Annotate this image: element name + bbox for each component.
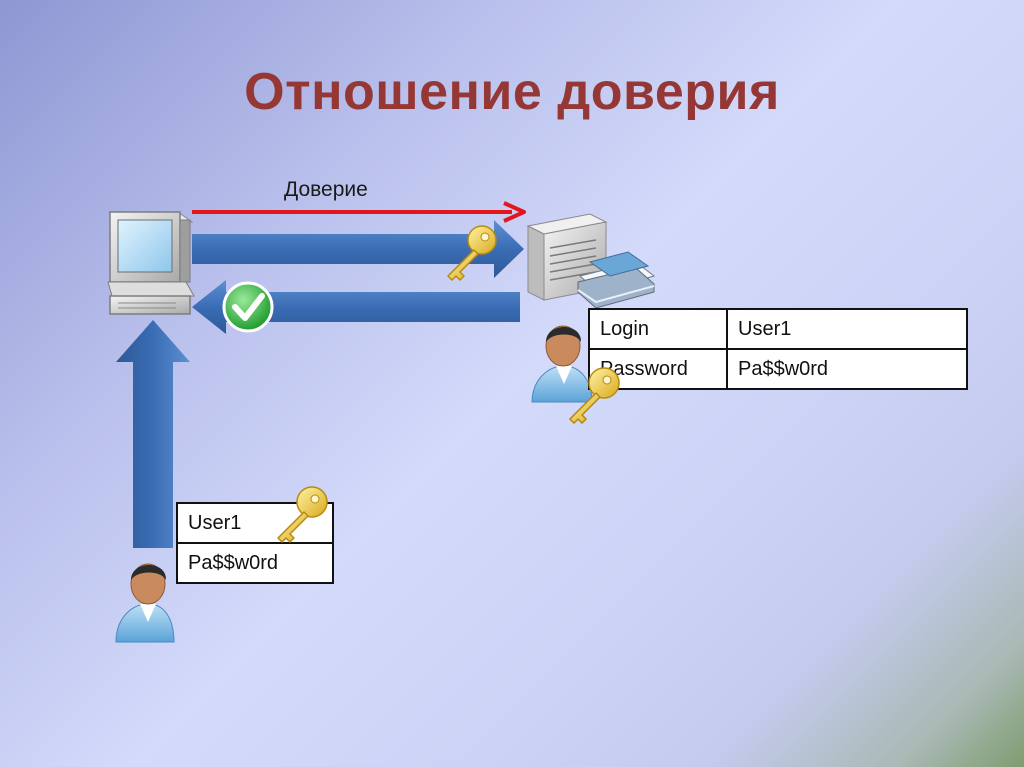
slide-title: Отношение доверия — [244, 63, 780, 121]
client-user-icon — [115, 563, 175, 643]
table-row: Pa$$w0rd — [176, 542, 334, 584]
login-value: User1 — [726, 308, 968, 350]
trust-arrow — [192, 201, 526, 223]
server-user-icon — [531, 325, 593, 403]
trust-label: Доверие — [284, 178, 368, 201]
upload-arrow — [116, 320, 190, 548]
documents-icon — [577, 251, 656, 309]
request-arrow — [192, 220, 524, 278]
client-password-value: Pa$$w0rd — [176, 542, 334, 584]
table-row: Password Pa$$w0rd — [588, 348, 968, 390]
table-row: Login User1 — [588, 308, 968, 350]
checkmark-icon — [222, 281, 274, 333]
login-label: Login — [588, 308, 728, 350]
password-value: Pa$$w0rd — [726, 348, 968, 390]
client-login-value: User1 — [176, 502, 334, 544]
password-label: Password — [588, 348, 728, 390]
client-credentials-table: User1 Pa$$w0rd — [176, 502, 334, 584]
server-credentials-table: Login User1 Password Pa$$w0rd — [588, 308, 968, 390]
response-arrow — [192, 280, 520, 334]
table-row: User1 — [176, 502, 334, 544]
workstation-icon — [107, 211, 195, 315]
